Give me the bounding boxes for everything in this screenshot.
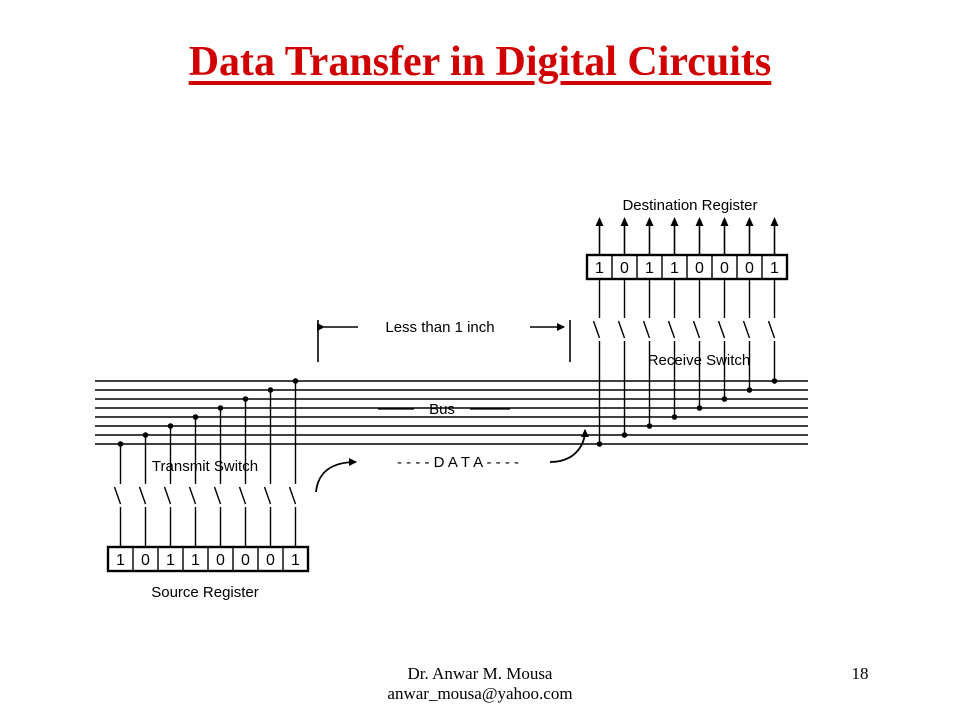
source-register-bit: 1: [291, 552, 300, 569]
source-register-bit: 1: [166, 552, 175, 569]
receive-switch-blade: [592, 320, 601, 339]
destination-register-bit: 1: [595, 260, 604, 277]
destination-output-arrow: [645, 217, 654, 226]
data-flow-arrow: [315, 429, 589, 493]
source-register-bit: 1: [191, 552, 200, 569]
receive-switch-blade: [617, 320, 626, 339]
slide-title: Data Transfer in Digital Circuits: [188, 39, 772, 85]
transmit-switch-blade: [263, 486, 272, 505]
author-name: Dr. Anwar M. Mousa: [407, 664, 553, 683]
destination-register-bit: 0: [620, 260, 629, 277]
source-register-bit: 0: [266, 552, 275, 569]
destination-output-arrow: [770, 217, 779, 226]
receive-tap-dot: [721, 396, 728, 402]
destination-output-arrow: [720, 217, 729, 226]
transmit-switch-blade: [213, 486, 222, 505]
transmit-switch-blade: [238, 486, 247, 505]
transmit-switch-blade: [138, 486, 147, 505]
receive-switch-blade: [717, 320, 726, 339]
receive-tap-dot: [596, 441, 603, 447]
destination-output-arrow: [695, 217, 704, 226]
transmit-switch-label: Transmit Switch: [152, 458, 258, 475]
receive-switch-blade: [667, 320, 676, 339]
bus-label: Bus: [429, 401, 455, 418]
destination-output-arrow: [620, 217, 629, 226]
distance-label: Less than 1 inch: [385, 319, 494, 336]
bus-lines: [95, 380, 808, 445]
page-number: 18: [851, 664, 869, 683]
author-email: anwar_mousa@yahoo.com: [387, 684, 573, 703]
destination-register-bit: 1: [670, 260, 679, 277]
destination-register-bit: 0: [695, 260, 704, 277]
switch-group: [113, 217, 779, 547]
footer-author: Dr. Anwar M. Mousa anwar_mousa@yahoo.com: [300, 664, 660, 704]
destination-register-label: Destination Register: [622, 197, 757, 214]
receive-switch-blade: [642, 320, 651, 339]
destination-register-bit: 0: [745, 260, 754, 277]
receive-tap-dot: [771, 378, 778, 384]
destination-register-bit: 1: [770, 260, 779, 277]
distance-marker: [317, 320, 571, 362]
source-register-bit: 0: [141, 552, 150, 569]
receive-tap-dot: [646, 423, 653, 429]
receive-tap-dot: [671, 414, 678, 420]
destination-output-arrow: [745, 217, 754, 226]
destination-output-arrow: [670, 217, 679, 226]
receive-tap-dot: [696, 405, 703, 411]
transmit-switch-blade: [188, 486, 197, 505]
transmit-switch-blade: [163, 486, 172, 505]
receive-switch-blade: [692, 320, 701, 339]
source-register-bit: 1: [116, 552, 125, 569]
receive-switch-label: Receive Switch: [648, 352, 751, 369]
receive-switch-blade: [767, 320, 776, 339]
destination-register-bit: 0: [720, 260, 729, 277]
destination-output-arrow: [595, 217, 604, 226]
receive-tap-dot: [621, 432, 628, 438]
transmit-switch-blade: [288, 486, 297, 505]
source-register-bit: 0: [241, 552, 250, 569]
receive-tap-dot: [746, 387, 753, 393]
data-label: - - - - D A T A - - - -: [397, 454, 519, 471]
source-register-bit: 0: [216, 552, 225, 569]
receive-switch-blade: [742, 320, 751, 339]
transmit-switch-blade: [113, 486, 122, 505]
destination-register-bit: 1: [645, 260, 654, 277]
source-register-label: Source Register: [151, 584, 259, 601]
